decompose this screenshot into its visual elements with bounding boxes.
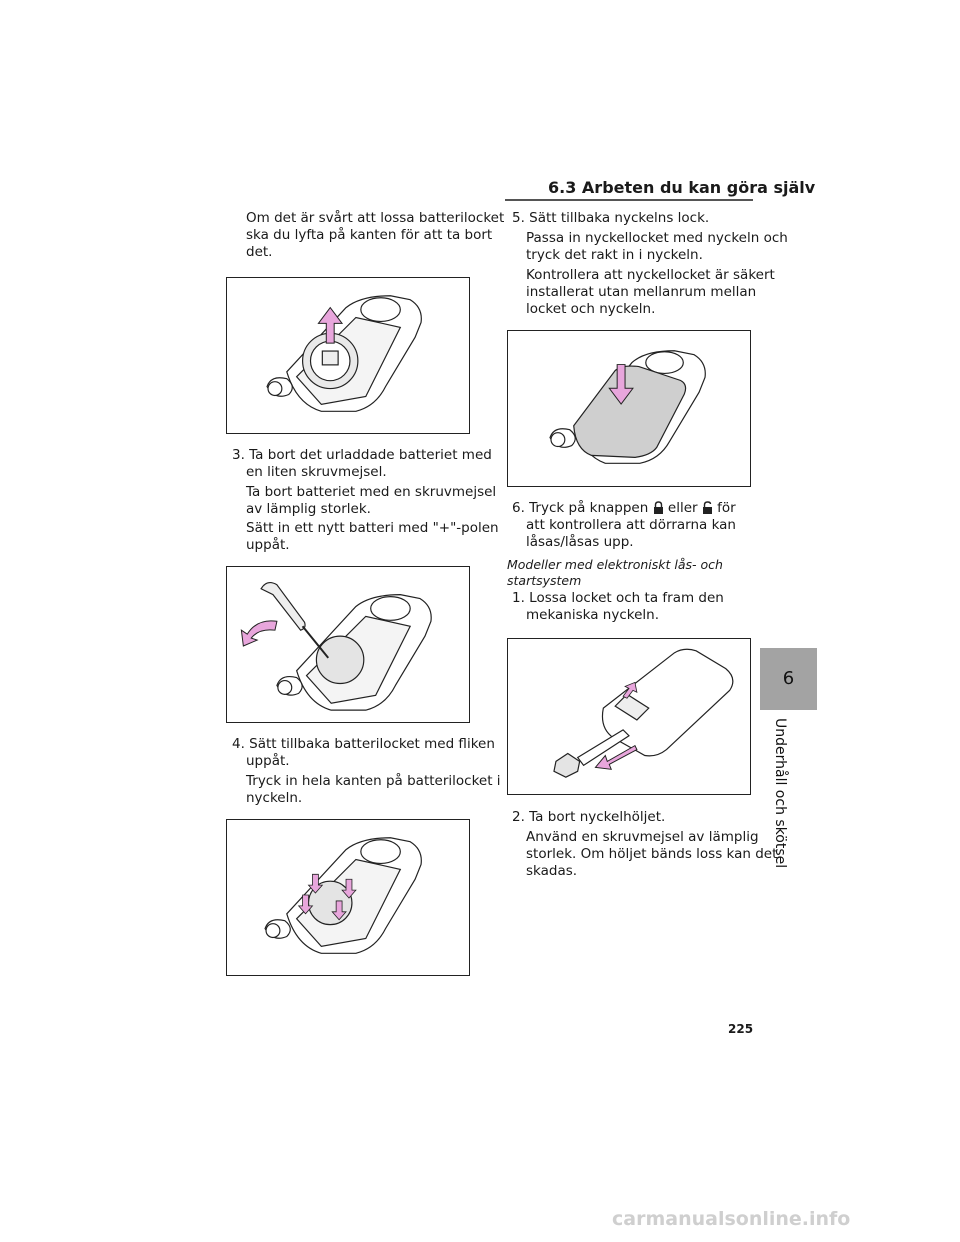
step6-line-2: att kontrollera att dörrarna kan — [526, 517, 736, 533]
figure-refit-battery-cover — [226, 819, 470, 976]
intro-line-3: det. — [246, 244, 273, 260]
step1-title-line-1: 1. Lossa locket och ta fram den — [512, 590, 724, 606]
slide-arrow-key — [622, 681, 638, 699]
screwdriver-illustration — [260, 581, 330, 659]
step2-body-line-1: Använd en skruvmejsel av lämplig — [526, 829, 759, 845]
lock-icon — [653, 501, 664, 515]
step6-part2: eller — [667, 500, 698, 516]
intro-line-1: Om det är svårt att lossa batterilocket — [246, 210, 505, 226]
step5-body-line-4: installerat utan mellanrum mellan — [526, 284, 757, 300]
step2-body-line-3: skadas. — [526, 863, 578, 879]
step3-body-line-1: Ta bort batteriet med en skruvmejsel — [246, 484, 497, 500]
key-fob-illustration — [266, 295, 422, 412]
step3-title-line-1: 3. Ta bort det urladdade batteriet med — [232, 447, 492, 463]
press-arrows — [297, 873, 357, 921]
step6-part3: för — [717, 500, 736, 516]
step5-body-line-3: Kontrollera att nyckellocket är säkert — [526, 267, 775, 283]
step4-body-line-1: Tryck in hela kanten på batterilocket i — [246, 773, 501, 789]
step6-part1: 6. Tryck på knappen — [512, 500, 649, 516]
page-number: 225 — [728, 1022, 754, 1036]
intro-line-2: ska du lyfta på kanten för att ta bort — [246, 227, 493, 243]
figure-refit-key-cover — [507, 330, 751, 487]
mechanical-key-illustration — [553, 729, 630, 778]
models-heading-line-1: Modeller med elektroniskt lås- och — [507, 557, 723, 572]
header-divider — [505, 199, 753, 201]
step2-title: 2. Ta bort nyckelhöljet. — [512, 809, 666, 825]
step1-title-line-2: mekaniska nyckeln. — [526, 607, 660, 623]
step4-title-line-1: 4. Sätt tillbaka batterilocket med flike… — [232, 736, 495, 752]
chapter-tab: 6 — [760, 648, 817, 710]
rotate-arrow — [240, 620, 278, 647]
figure-remove-battery-cover — [226, 277, 470, 434]
figure-remove-battery — [226, 566, 470, 723]
step4-body-line-2: nyckeln. — [246, 790, 303, 806]
pull-arrow — [594, 744, 638, 770]
models-heading-line-2: startsystem — [507, 573, 582, 588]
step5-body-line-5: locket och nyckeln. — [526, 301, 656, 317]
step5-body-line-1: Passa in nyckellocket med nyckeln och — [526, 230, 788, 246]
unlock-icon — [702, 501, 713, 515]
step4-title-line-2: uppåt. — [246, 753, 290, 769]
step5-title: 5. Sätt tillbaka nyckelns lock. — [512, 210, 710, 226]
step2-body-line-2: storlek. Om höljet bänds loss kan det — [526, 846, 778, 862]
chapter-number: 6 — [782, 668, 795, 689]
section-title: 6.3 Arbeten du kan göra själv — [548, 178, 816, 197]
watermark: carmanualsonline.info — [612, 1208, 851, 1230]
push-arrow — [608, 364, 634, 405]
step3-body-line-4: uppåt. — [246, 537, 290, 553]
step5-body-line-2: tryck det rakt in i nyckeln. — [526, 247, 703, 263]
chapter-label-container: Underhåll och skötsel — [770, 718, 790, 868]
step3-title-line-2: en liten skruvmejsel. — [246, 464, 387, 480]
step6-line-3: låsas/låsas upp. — [526, 534, 634, 550]
step3-body-line-3: Sätt in ett nytt batteri med "+"-polen — [246, 520, 499, 536]
step3-body-line-2: av lämplig storlek. — [246, 501, 371, 517]
lift-arrow — [317, 306, 344, 344]
chapter-label: Underhåll och skötsel — [772, 718, 788, 869]
step6-line-1: 6. Tryck på knappen eller för — [512, 500, 736, 517]
key-cover-shape — [573, 365, 687, 458]
figure-remove-mechanical-key — [507, 638, 751, 795]
